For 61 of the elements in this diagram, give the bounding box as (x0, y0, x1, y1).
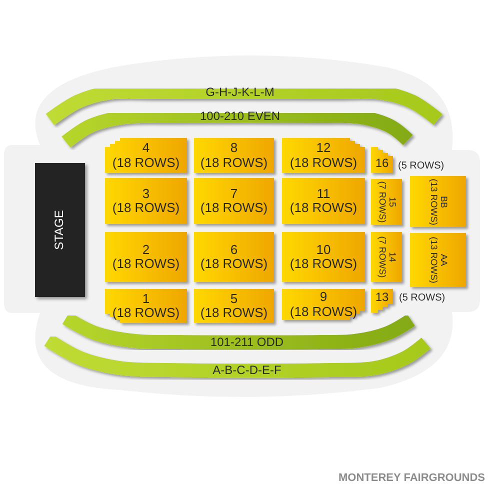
section-label: 1 (142, 292, 150, 306)
seating-section (371, 147, 393, 173)
seating-section (371, 232, 402, 282)
row-count: (18 ROWS) (200, 257, 268, 272)
stage-label: STAGE (53, 210, 67, 250)
row-count: (18 ROWS) (200, 156, 268, 170)
row-count: (18 ROWS) (290, 201, 358, 216)
seating-section (410, 176, 466, 227)
section-label: 4 (142, 141, 150, 156)
section-label: 3 (142, 186, 150, 201)
row-count: (18 ROWS) (290, 257, 358, 272)
section-label: BB (438, 195, 448, 208)
seating-section (371, 179, 402, 225)
seating-section (105, 138, 187, 173)
row-count: (18 ROWS) (290, 156, 358, 170)
seating-section (371, 289, 393, 313)
row-count: (18 ROWS) (112, 257, 180, 272)
seating-section (105, 178, 187, 224)
section-label: 8 (230, 141, 238, 156)
row-count: (13 ROWS) (428, 178, 438, 225)
seating-section (410, 233, 466, 287)
seating-section (194, 289, 274, 323)
row-count: (7 ROWS) (376, 181, 386, 223)
section-label: 16 (375, 157, 389, 171)
section-label: AA (438, 254, 448, 266)
section-label: 12 (316, 141, 331, 156)
section-label: 11 (316, 186, 330, 201)
section-label: 101-211 ODD (210, 336, 284, 348)
section-label: 2 (142, 242, 150, 257)
seating-section (105, 232, 187, 282)
seating-section (105, 289, 187, 323)
venue-name: MONTEREY FAIRGROUNDS (338, 472, 485, 484)
seating-section (282, 232, 365, 282)
row-count: (18 ROWS) (112, 156, 180, 170)
row-count: (18 ROWS) (112, 306, 180, 320)
stage-block (35, 163, 85, 297)
section-label: 7 (230, 186, 238, 201)
section-label: 100-210 EVEN (200, 110, 280, 122)
row-count: (18 ROWS) (290, 304, 358, 319)
seating-section (194, 232, 274, 282)
section-label: 5 (230, 292, 238, 306)
section-label: 13 (375, 291, 389, 305)
row-count: (5 ROWS) (398, 160, 444, 172)
row-count: (13 ROWS) (428, 236, 438, 284)
section-label: A-B-C-D-E-F (212, 364, 282, 376)
row-count: (18 ROWS) (200, 306, 268, 320)
seating-section (282, 178, 365, 224)
seating-section (194, 138, 274, 173)
section-label: 6 (230, 242, 238, 257)
section-label: G-H-J-K-L-M (206, 86, 274, 98)
section-label: 10 (316, 242, 331, 257)
row-count: (18 ROWS) (200, 201, 268, 216)
seating-section (194, 178, 274, 224)
section-label: 15 (386, 196, 396, 207)
row-count: (18 ROWS) (112, 201, 180, 216)
section-label: 9 (320, 290, 328, 304)
section-label: 14 (386, 252, 396, 262)
seating-section (282, 138, 365, 173)
row-count: (5 ROWS) (399, 292, 446, 304)
seating-section (282, 289, 365, 320)
row-count: (7 ROWS) (376, 236, 386, 278)
